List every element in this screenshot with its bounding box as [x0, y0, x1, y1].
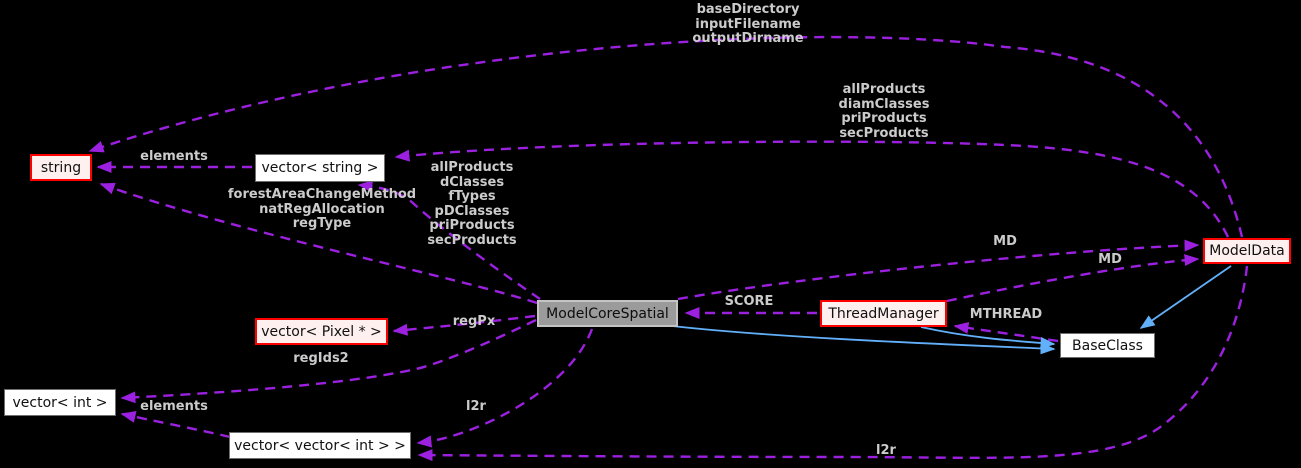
node-thread-manager[interactable]: ThreadManager: [820, 300, 947, 327]
node-vector-pixel[interactable]: vector< Pixel * >: [255, 318, 388, 345]
edge-modeldata-baseclass-inherit: [1139, 265, 1232, 329]
edge-modelcorespatial-string-forestareachangemethod: [99, 182, 538, 305]
edge-modelcorespatial-vectorvectorint-l2r: [416, 328, 594, 448]
edge-modelcorespatial-vectorstring-allproducts: [357, 180, 541, 300]
edge-baseclass-threadmanager-mthread: [953, 322, 1059, 343]
edge-modeldata-vectorstring-allproducts: [394, 140, 1230, 238]
edge-modelcorespatial-baseclass-inherit: [671, 325, 1056, 355]
edge-modeldata-vectorvectorint-l2r: [417, 265, 1249, 462]
node-base-class[interactable]: BaseClass: [1060, 333, 1155, 358]
edge-modelcorespatial-vectorint-regids2: [120, 318, 537, 404]
edge-modelcorespatial-vectorpixel-regpx: [392, 314, 536, 336]
node-vector-string[interactable]: vector< string >: [255, 154, 385, 182]
edge-modeldata-string-basedirectory: [88, 35, 1244, 238]
node-vector-vector-int[interactable]: vector< vector< int > >: [229, 432, 411, 459]
node-model-core-spatial[interactable]: ModelCoreSpatial: [537, 300, 678, 327]
node-vector-int[interactable]: vector< int >: [4, 389, 116, 416]
edge-threadmanager-modeldata-md: [946, 254, 1200, 303]
edge-vectorvectorint-vectorint-elements: [120, 411, 231, 439]
edge-modelcorespatial-modeldata-md: [677, 239, 1200, 301]
edge-threadmanager-baseclass-inherit: [920, 326, 1056, 349]
node-string[interactable]: string: [30, 154, 92, 181]
node-model-data[interactable]: ModelData: [1203, 238, 1291, 264]
